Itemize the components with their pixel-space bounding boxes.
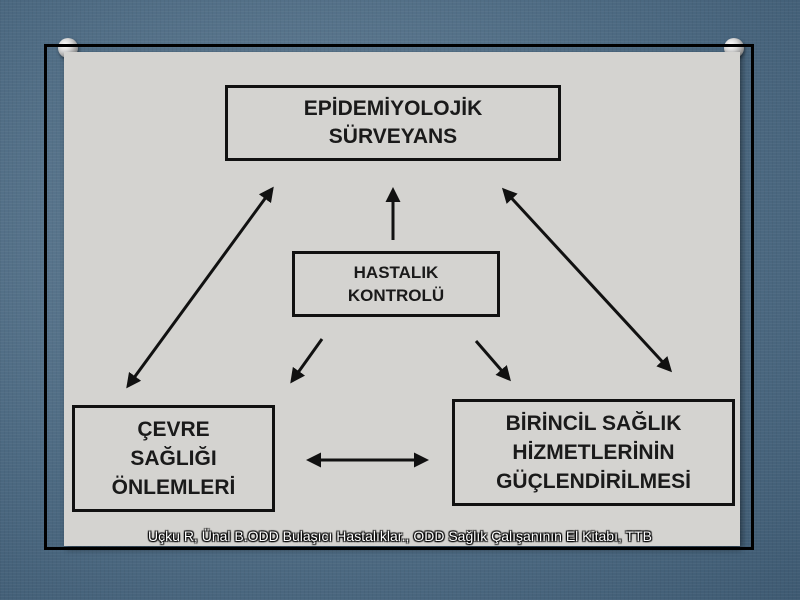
- environmental-health-box: ÇEVRE SAĞLIĞI ÖNLEMLERİ: [72, 405, 275, 512]
- epidemiological-surveillance-box: EPİDEMİYOLOJİK SÜRVEYANS: [225, 85, 561, 161]
- primary-care-box: BİRİNCİL SAĞLIK HİZMETLERİNİN GÜÇLENDİRİ…: [452, 399, 735, 506]
- source-citation: Uçku R, Ünal B.ODD Bulaşıcı Hastalıklar.…: [148, 528, 652, 544]
- arrow-control-primary: [474, 340, 511, 382]
- slide-frame: [44, 44, 754, 550]
- arrow-environment-surveillance: [126, 186, 274, 389]
- arrow-primary-surveillance: [501, 187, 673, 373]
- arrow-control-environment: [290, 338, 324, 384]
- disease-control-box: HASTALIK KONTROLÜ: [292, 251, 500, 317]
